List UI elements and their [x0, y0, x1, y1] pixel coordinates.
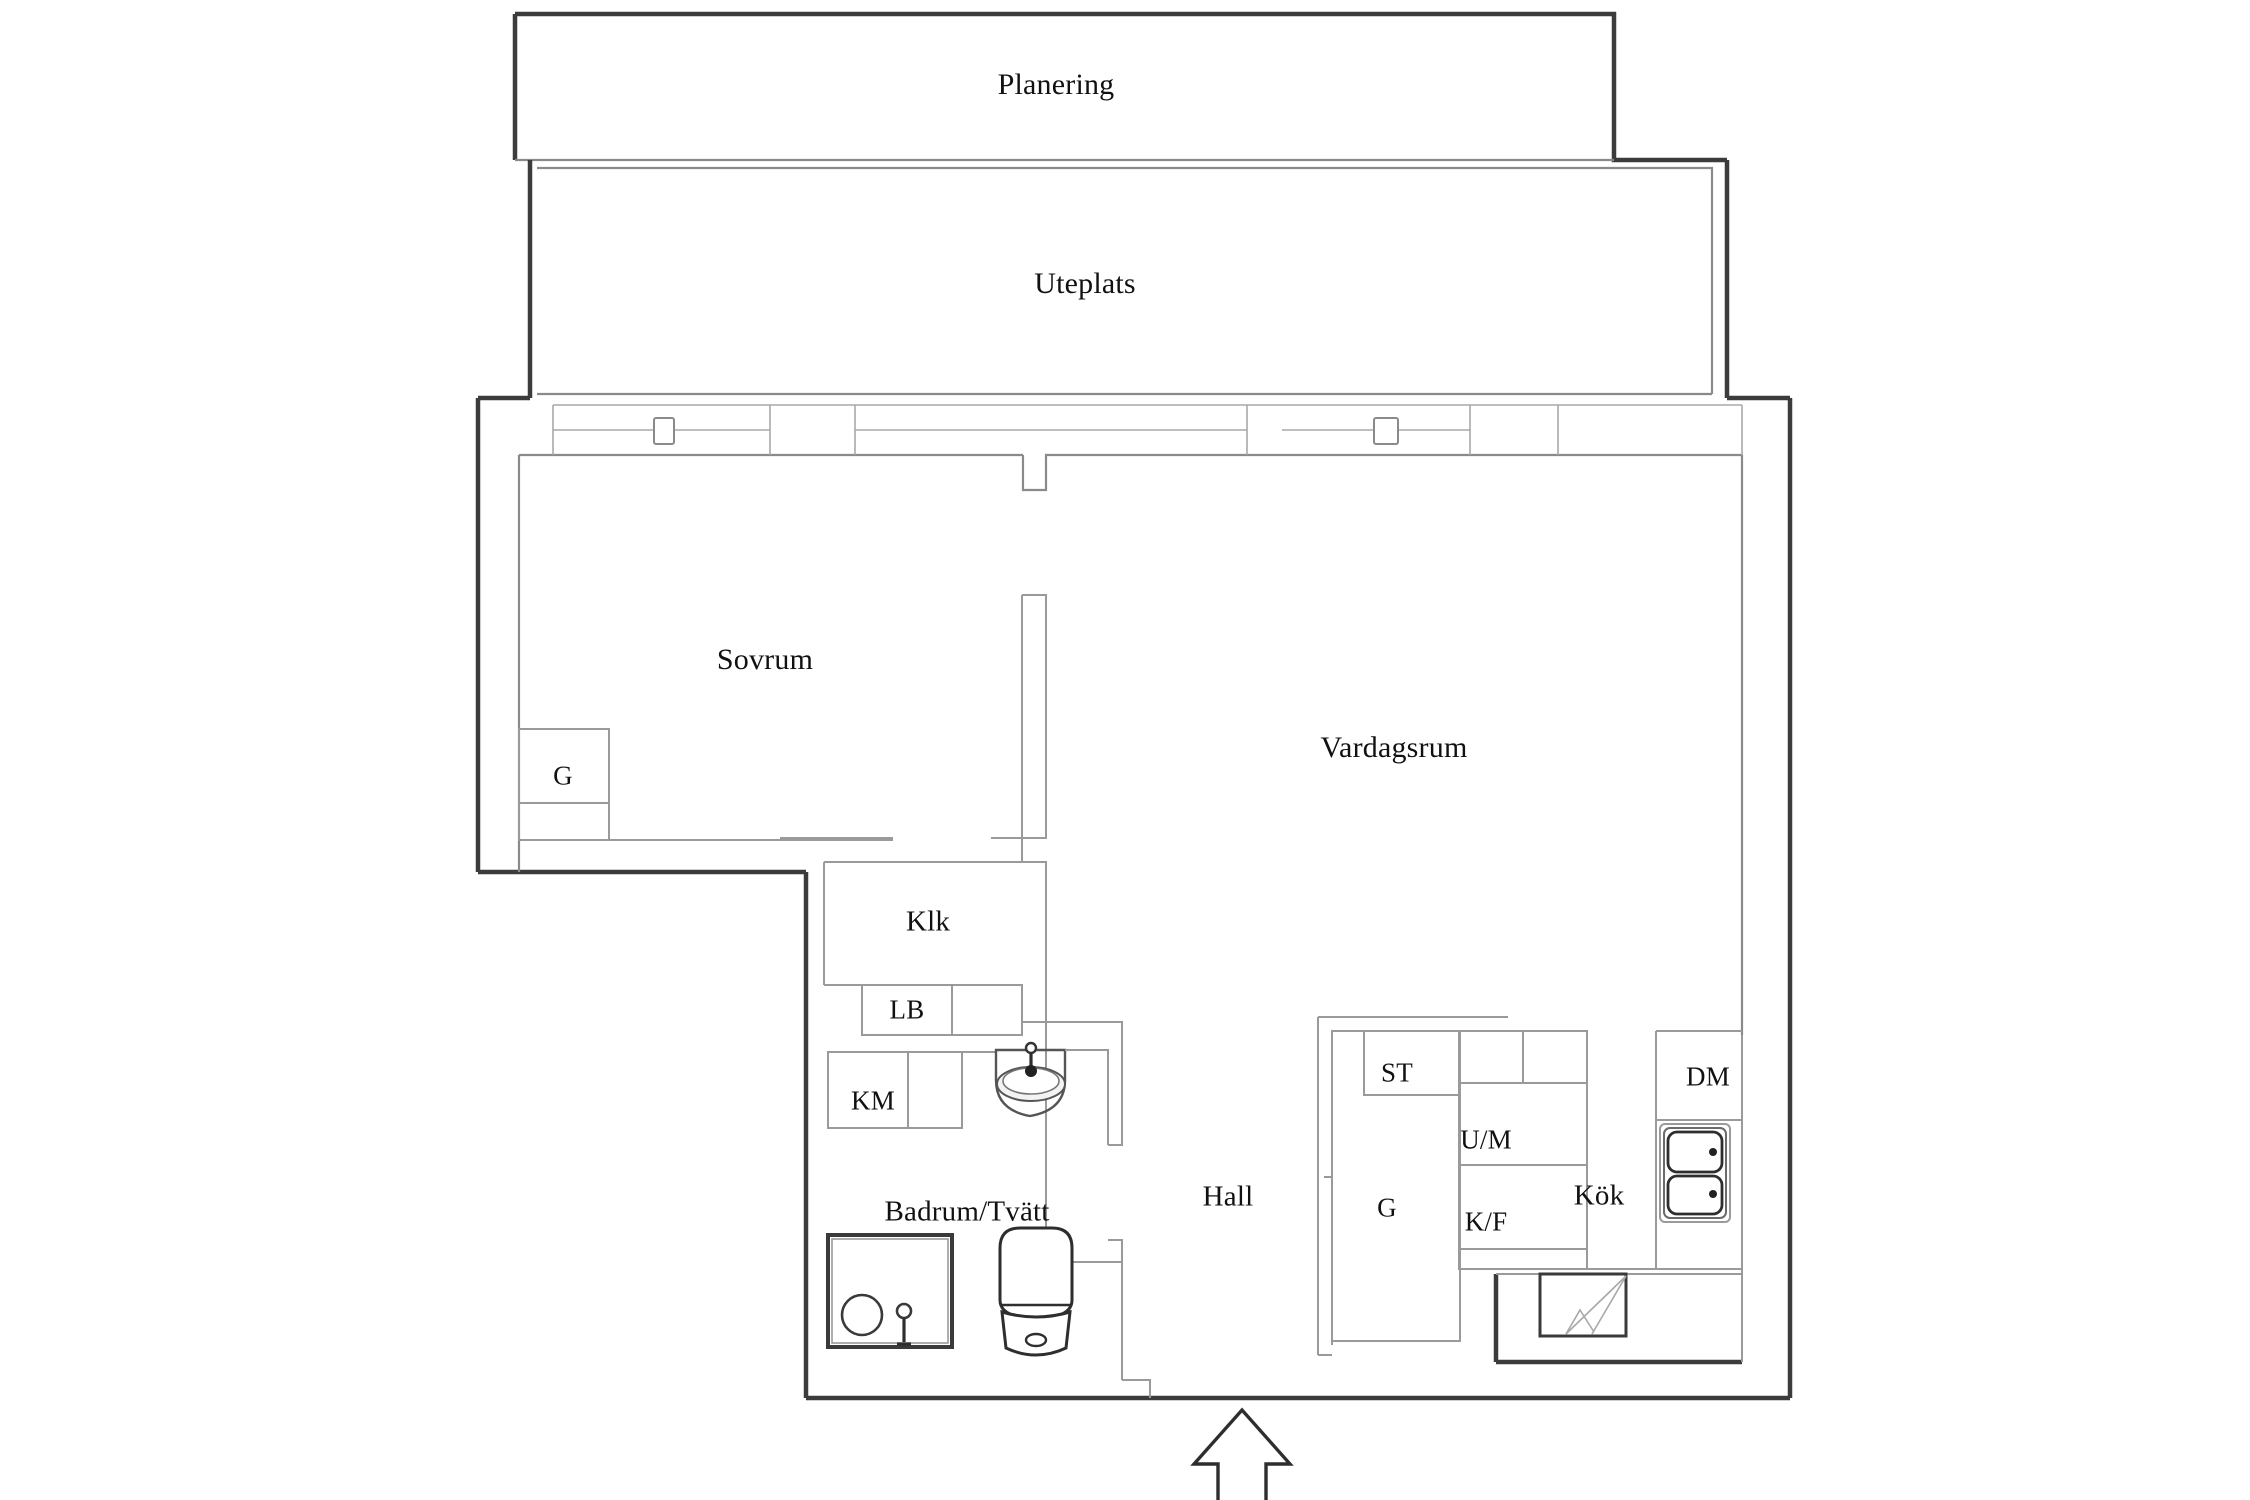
- planering-outline: [512, 11, 1727, 163]
- fixture-label-wardrobe-hall: G: [1377, 1192, 1397, 1223]
- fixture-label-cleaning-cabinet: ST: [1381, 1057, 1413, 1088]
- lb-cabinet-row: [861, 984, 1023, 1036]
- room-label-badrum-tvatt: Badrum/Tvätt: [884, 1195, 1050, 1228]
- interior-partition-bedroom-klk: [780, 594, 1047, 1022]
- window-band: [552, 404, 1743, 455]
- room-label-vardagsrum: Vardagsrum: [1320, 731, 1468, 764]
- bathroom-fixtures: [826, 1041, 1123, 1357]
- kitchen-counters: [1493, 1030, 1743, 1365]
- room-label-kok: Kök: [1573, 1179, 1625, 1212]
- kitchen-sink-icon: [1659, 1123, 1731, 1223]
- hall-storage-block: [1317, 1016, 1508, 1356]
- room-label-hall: Hall: [1202, 1180, 1254, 1213]
- room-label-planering: Planering: [997, 68, 1115, 101]
- fixture-label-linen-cabinet: LB: [889, 994, 925, 1025]
- window-symbol-right: [1373, 417, 1399, 445]
- kitchen-appliance-column: [1458, 1030, 1588, 1270]
- fixture-label-fridge-freezer: K/F: [1464, 1206, 1508, 1237]
- room-label-uteplats: Uteplats: [1034, 267, 1136, 300]
- window-symbol-left: [653, 417, 675, 445]
- toilet-icon: [998, 1226, 1074, 1357]
- fixture-label-washer: KM: [851, 1085, 895, 1116]
- fixture-label-oven-microwave: U/M: [1460, 1124, 1512, 1155]
- fixture-label-dishwasher: DM: [1686, 1061, 1730, 1092]
- wardrobe-bedroom: [518, 728, 893, 841]
- entrance-arrow: [1190, 1407, 1294, 1500]
- room-label-sovrum: Sovrum: [716, 643, 814, 676]
- north-wall-inner-face: [517, 453, 1744, 1035]
- washbasin-icon: [994, 1041, 1067, 1118]
- fixture-label-wardrobe-bedroom: G: [553, 760, 573, 791]
- room-label-klk: Klk: [905, 905, 951, 938]
- corner-cabinet-icon: [1538, 1272, 1628, 1338]
- shower-tray-icon: [826, 1233, 954, 1349]
- house-outer-walls: [475, 398, 1793, 1401]
- uteplats-outline: [478, 160, 1790, 401]
